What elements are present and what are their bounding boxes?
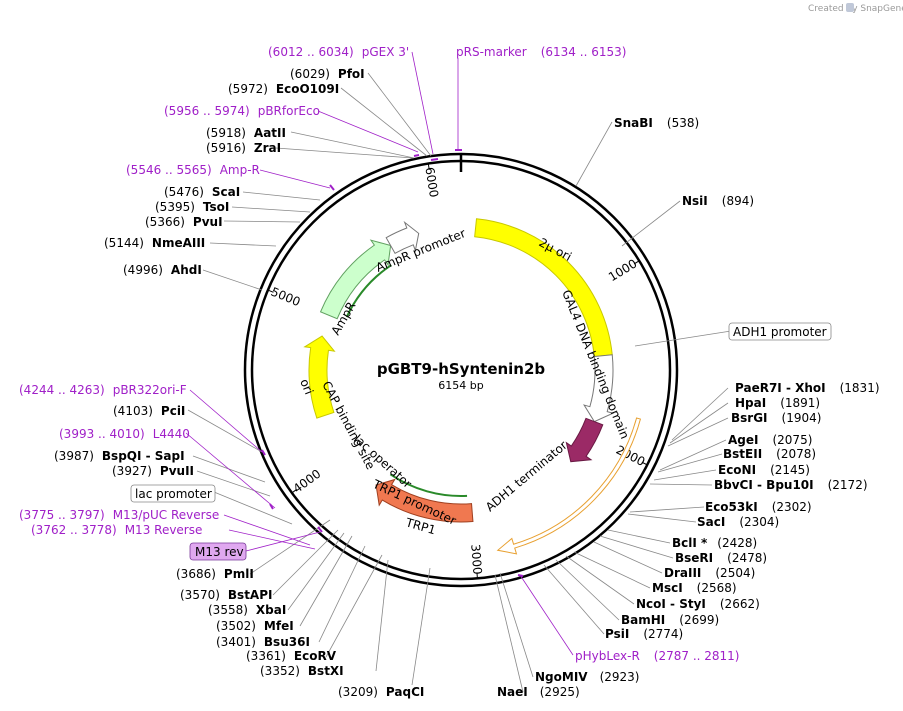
enzyme-bstxi: (3352)BstXI	[260, 664, 344, 678]
orf-line	[389, 473, 468, 497]
tick-label: 5000	[269, 285, 303, 310]
m13-rev-label: M13 rev	[195, 545, 244, 559]
feature-arrow	[385, 220, 420, 255]
enzyme-pcii: (4103)PciI	[113, 404, 185, 418]
feature-label-ori: ori	[297, 377, 316, 397]
enzyme-ecoo109i: (5972)EcoO109I	[228, 82, 339, 96]
enzyme-agei: AgeI(2075)	[728, 433, 812, 447]
enzyme-nmeaiii: (5144)NmeAIII	[104, 236, 205, 250]
snapgene-logo-icon	[846, 3, 854, 12]
enzyme-msci: MscI(2568)	[652, 581, 737, 595]
tick-label: 6000	[422, 166, 441, 198]
enzyme-bcli: BclI *(2428)	[672, 536, 757, 550]
connector-lines	[185, 51, 732, 693]
enzyme-paqci: (3209)PaqCI	[338, 685, 424, 699]
backbone	[243, 152, 679, 588]
enzyme-tsoi: (5395)TsoI	[155, 200, 229, 214]
map-size: 6154 bp	[438, 379, 483, 392]
enzyme-labels-right: SnaBI(538) NsiI(894) PaeR7I - XhoI(1831)…	[497, 116, 880, 699]
enzyme-pvuii: (3927)PvuII	[112, 464, 194, 478]
lac-promoter-label: lac promoter	[135, 487, 212, 501]
feature-arrow	[583, 354, 615, 423]
enzyme-ngomiv: NgoMIV(2923)	[535, 670, 639, 684]
tick-mark	[641, 461, 648, 466]
primer-m13-reverse: (3762 .. 3778)M13 Reverse	[31, 523, 202, 537]
enzyme-bseri: BseRI(2478)	[675, 551, 767, 565]
enzyme-econi: EcoNI(2145)	[718, 463, 810, 477]
enzyme-pvui-1: (5366)PvuI	[145, 215, 223, 229]
enzyme-saci: SacI(2304)	[697, 515, 779, 529]
enzyme-hpai: HpaI(1891)	[735, 396, 820, 410]
enzyme-mfei: (3502)MfeI	[216, 619, 294, 633]
enzyme-bsrgi: BsrGI(1904)	[731, 411, 821, 425]
enzyme-bspqi-sapi: (3987)BspQI - SapI	[54, 449, 185, 463]
boxed-labels: ADH1 promoter lac promoter M13 rev	[130, 322, 832, 561]
enzyme-bstapi: (3570)BstAPI	[180, 588, 272, 602]
snapgene-credit: Created by SnapGene	[808, 4, 903, 14]
enzyme-bsteii: BstEII(2078)	[723, 447, 816, 461]
feature-label-cap-binding: CAP binding site	[319, 379, 377, 472]
tick-label: 3000	[468, 544, 484, 576]
enzyme-naei: NaeI(2925)	[497, 685, 580, 699]
primer-pgex3: (6012 .. 6034)pGEX 3'	[268, 45, 409, 59]
tick-mark	[427, 163, 430, 170]
primer-labels: (6012 .. 6034)pGEX 3' pRS-marker(6134 ..…	[19, 45, 739, 663]
enzyme-draiii: DraIII(2504)	[664, 566, 755, 580]
adh1-promoter-box	[728, 322, 832, 341]
enzyme-eco53ki: Eco53kI(2302)	[705, 500, 812, 514]
enzyme-psii: PsiI(2774)	[605, 627, 683, 641]
enzyme-bamhi: BamHI(2699)	[621, 613, 719, 627]
enzyme-pmli: (3686)PmlI	[176, 567, 254, 581]
primer-phyblex-r: pHybLex-R(2787 .. 2811)	[575, 649, 739, 663]
tick-label: 4000	[291, 467, 324, 496]
enzyme-bbvci-bpu10i: BbvCI - Bpu10I(2172)	[714, 478, 868, 492]
primer-amp-r: (5546 .. 5565)Amp-R	[126, 163, 260, 177]
map-title: pGBT9-hSyntenin2b	[377, 360, 546, 378]
orf-line	[345, 264, 392, 318]
enzyme-pfoi: (6029)PfoI	[290, 67, 365, 81]
enzyme-ecorv: (3361)EcoRV	[246, 649, 337, 663]
enzyme-xbai: (3558)XbaI	[208, 603, 286, 617]
enzyme-labels-left: (6029)PfoI (5972)EcoO109I (5918)AatII (5…	[54, 67, 424, 699]
feature-arrow	[303, 335, 336, 419]
primer-marks	[261, 149, 524, 577]
feature-label-adh1-terminator: ADH1 terminator	[483, 438, 570, 514]
enzyme-zrai: (5916)ZraI	[206, 141, 281, 155]
enzyme-ahdi: (4996)AhdI	[123, 263, 202, 277]
primer-pbrforeco: (5956 .. 5974)pBRforEco	[164, 104, 320, 118]
feature-arrow	[565, 417, 604, 463]
primer-m13-puc-reverse: (3775 .. 3797)M13/pUC Reverse	[19, 508, 219, 522]
features	[303, 218, 642, 555]
enzyme-nsii: NsiI(894)	[682, 194, 754, 208]
lac-promoter-box	[130, 484, 216, 503]
primer-l4440: (3993 .. 4010)L4440	[59, 427, 190, 441]
primer-pbr322ori-f: (4244 .. 4263)pBR322ori-F	[19, 383, 187, 397]
tick-label: 1000	[606, 256, 639, 284]
enzyme-paer7i-xhoi: PaeR7I - XhoI(1831)	[735, 381, 880, 395]
enzyme-snabi: SnaBI(538)	[614, 116, 699, 130]
enzyme-ncoi-styi: NcoI - StyI(2662)	[636, 597, 760, 611]
feature-arrow	[375, 478, 474, 523]
adh1-promoter-label: ADH1 promoter	[733, 325, 827, 339]
tick-mark	[291, 488, 298, 494]
tick-mark	[267, 289, 274, 293]
tick-mark	[633, 260, 640, 265]
enzyme-scai: (5476)ScaI	[164, 185, 240, 199]
primer-prs-marker: pRS-marker(6134 .. 6153)	[456, 45, 626, 59]
feature-arrow	[496, 417, 642, 555]
m13-rev-box	[189, 542, 247, 561]
enzyme-aatii: (5918)AatII	[206, 126, 286, 140]
enzyme-bsu36i: (3401)Bsu36I	[216, 635, 310, 649]
